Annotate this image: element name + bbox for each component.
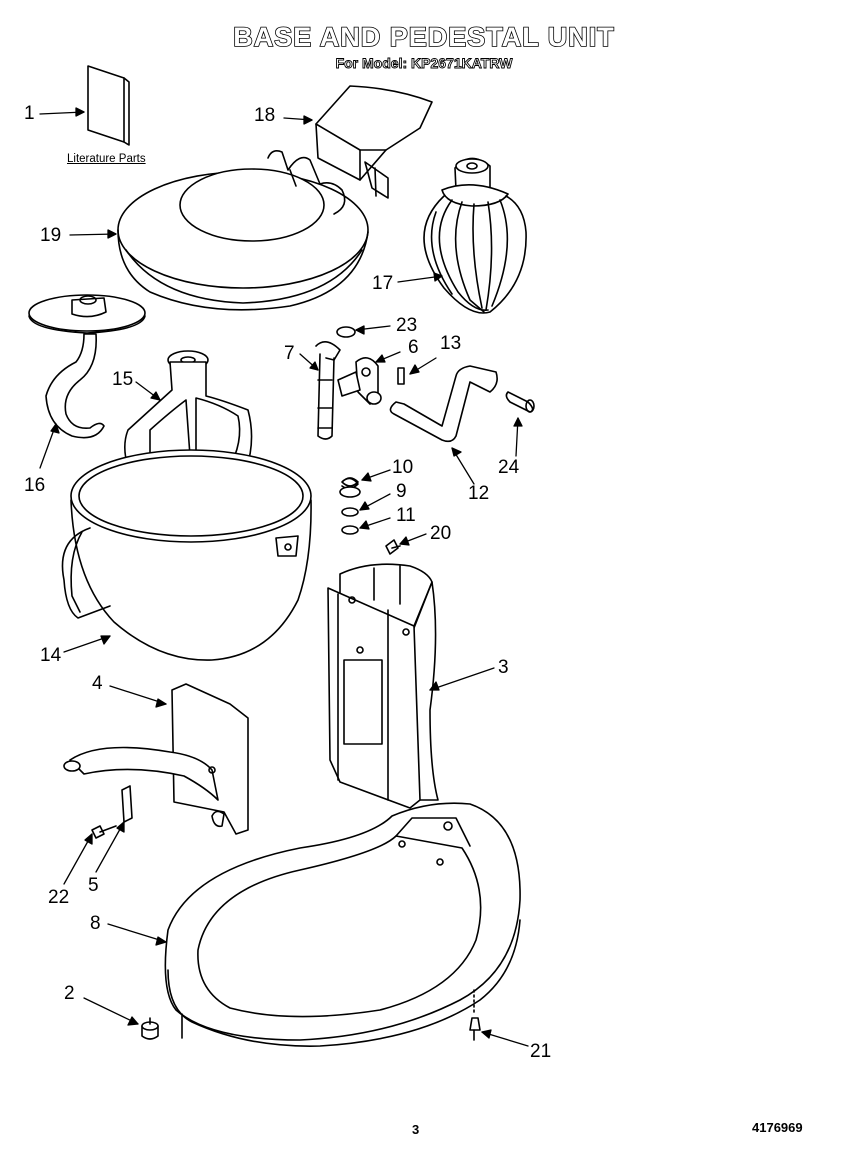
part-13-pin [398,368,404,384]
callout-5: 5 [88,875,99,896]
part-8-base [165,803,520,1046]
literature-parts-label: Literature Parts [67,153,146,165]
callout-15: 15 [112,369,134,390]
callout-18: 18 [254,105,276,126]
part-3-pedestal [328,564,438,808]
callout-11: 11 [396,505,416,526]
callout-6: 6 [408,337,419,358]
part-22-screw [92,826,116,838]
callout-19: 19 [40,225,62,246]
callout-22: 22 [48,887,70,908]
leader-arrows [40,108,528,1046]
callout-7: 7 [284,343,295,364]
part-5-bracket [122,786,132,822]
callout-8: 8 [90,913,101,934]
callout-3: 3 [498,657,509,678]
part-23-retaining-ring [337,327,355,337]
part-7-hinge-pin [316,342,340,439]
document-number: 4176969 [752,1120,803,1135]
callout-9: 9 [396,481,407,502]
part-4-bowl-support [64,684,248,834]
part-20-screw [386,540,400,554]
callout-14: 14 [40,645,62,666]
diagram-title: BASE AND PEDESTAL UNIT [232,21,615,53]
part-1-literature [88,66,129,145]
part-21-screw [470,990,480,1040]
callout-2: 2 [64,983,75,1004]
part-16-dough-hook [29,295,145,438]
callout-10: 10 [392,457,414,478]
callout-17: 17 [372,273,394,294]
part-14-mixing-bowl [62,450,311,660]
part-9-washer [342,508,358,516]
part-17-wire-whip [424,158,526,313]
part-24-knob [506,392,534,412]
callout-13: 13 [440,333,462,354]
part-18-pouring-shield [316,86,432,198]
callout-12: 12 [468,483,490,504]
part-2-foot [142,1018,158,1039]
callout-4: 4 [92,673,103,694]
callout-21: 21 [530,1041,552,1062]
callout-23: 23 [396,315,418,336]
callout-20: 20 [430,523,452,544]
part-10-spring [340,478,360,497]
callout-1: 1 [24,103,35,124]
callout-24: 24 [498,457,520,478]
model-subtitle: For Model: KP2671KATRW [335,55,513,72]
part-19-bowl-cover [118,151,368,310]
page-number: 3 [412,1122,420,1137]
callout-16: 16 [24,475,46,496]
part-11-retaining-ring [342,526,358,534]
part-12-speed-control-lever [390,366,497,441]
part-6-lever [338,358,381,404]
